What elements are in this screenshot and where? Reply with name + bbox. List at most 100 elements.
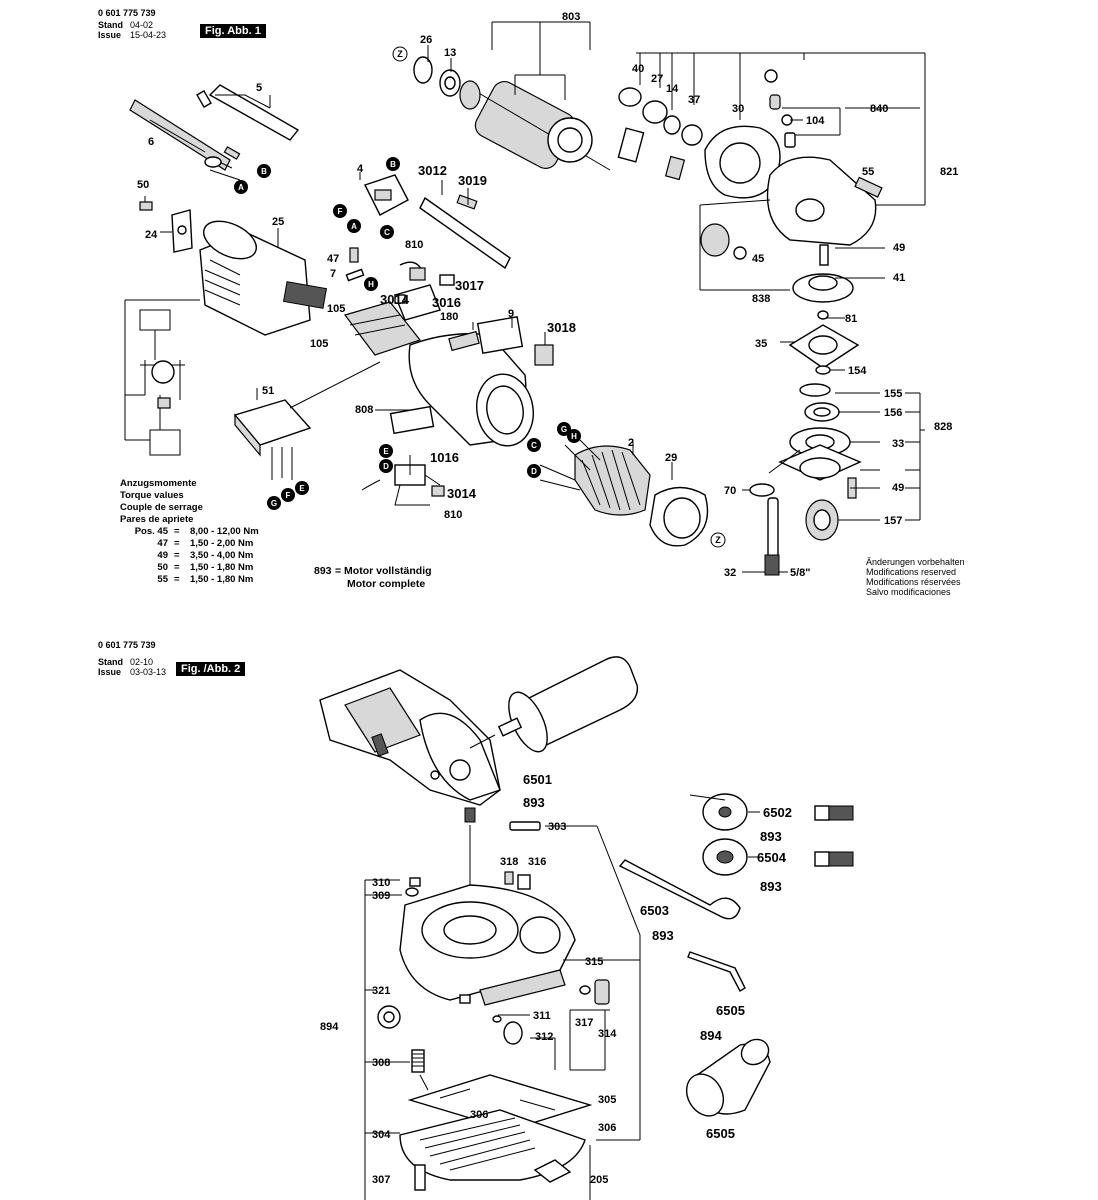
svg-text:C: C — [531, 441, 537, 450]
svg-text:3019: 3019 — [458, 173, 487, 188]
svg-text:105: 105 — [327, 303, 345, 315]
svg-text:893: 893 — [760, 829, 782, 844]
svg-text:30: 30 — [732, 103, 744, 115]
svg-text:205: 205 — [590, 1174, 608, 1186]
svg-text:1016: 1016 — [430, 450, 459, 465]
svg-text:Z: Z — [397, 49, 403, 59]
fig2-stand-value: 02-10 — [130, 657, 154, 667]
badge-d-1: D — [527, 464, 541, 478]
svg-text:314: 314 — [598, 1028, 617, 1040]
svg-text:3017: 3017 — [455, 278, 484, 293]
svg-text:26: 26 — [420, 34, 432, 46]
fig2-issue-label: Issue — [98, 667, 122, 677]
svg-text:37: 37 — [688, 94, 700, 106]
svg-text:14: 14 — [666, 83, 679, 95]
svg-text:Z: Z — [715, 535, 721, 545]
svg-text:81: 81 — [845, 313, 857, 325]
svg-text:810: 810 — [405, 239, 423, 251]
svg-text:F: F — [338, 207, 343, 216]
svg-text:50: 50 — [137, 179, 149, 191]
motor-note-line2: Motor complete — [347, 578, 426, 590]
badge-f-2: F — [281, 488, 295, 502]
svg-text:316: 316 — [528, 856, 546, 868]
torque-pos-3: 49 — [157, 550, 168, 561]
svg-text:821: 821 — [940, 166, 958, 178]
svg-text:35: 35 — [755, 338, 767, 350]
svg-text:893: 893 — [652, 928, 674, 943]
svg-text:27: 27 — [651, 73, 663, 85]
badge-b-2: B — [386, 157, 400, 171]
svg-text:6501: 6501 — [523, 772, 552, 787]
svg-text:49: 49 — [893, 242, 905, 254]
badge-e-1: E — [379, 444, 393, 458]
svg-text:3014: 3014 — [447, 486, 477, 501]
torque-heading-de: Anzugsmomente — [120, 478, 197, 489]
svg-text:D: D — [383, 462, 389, 471]
badge-b-1: B — [257, 164, 271, 178]
torque-pos-4: 50 — [157, 562, 168, 573]
svg-text:3014: 3014 — [380, 292, 410, 307]
motor-note-line1: = Motor vollständig — [335, 565, 432, 577]
svg-text:47: 47 — [327, 253, 339, 265]
svg-text:104: 104 — [806, 115, 825, 127]
svg-text:32: 32 — [724, 567, 736, 579]
badge-g-2: G — [267, 496, 281, 510]
svg-text:828: 828 — [934, 421, 952, 433]
motor-housing-part — [199, 220, 328, 336]
svg-text:304: 304 — [372, 1129, 391, 1141]
svg-text:A: A — [238, 183, 244, 192]
svg-text:155: 155 — [884, 388, 902, 400]
svg-text:5: 5 — [256, 82, 262, 94]
svg-text:B: B — [261, 167, 267, 176]
svg-text:C: C — [384, 228, 390, 237]
changes-note-de: Änderungen vorbehalten — [866, 557, 965, 567]
torque-eq-2: = — [174, 538, 180, 549]
grinder-body-part — [319, 669, 501, 900]
svg-text:3018: 3018 — [547, 320, 576, 335]
svg-text:810: 810 — [444, 509, 462, 521]
fig2-callouts: 6501 893 6502 893 6504 893 6503 893 6505… — [320, 772, 792, 1186]
badge-d-2: D — [379, 459, 393, 473]
torque-heading-es: Pares de apriete — [120, 514, 194, 525]
svg-text:70: 70 — [724, 485, 736, 497]
svg-text:307: 307 — [372, 1174, 390, 1186]
changes-note-es: Salvo modificaciones — [866, 587, 951, 597]
badge-c-1: C — [380, 225, 394, 239]
svg-text:25: 25 — [272, 216, 284, 228]
svg-text:G: G — [271, 499, 277, 508]
fig1-stand-label: Stand — [98, 20, 124, 30]
cord-part — [129, 84, 300, 181]
torque-pos-5: 55 — [157, 574, 168, 585]
fig1-issue-value: 15-04-23 — [130, 30, 167, 40]
svg-text:6504: 6504 — [757, 850, 787, 865]
svg-text:3016: 3016 — [432, 295, 461, 310]
svg-text:894: 894 — [700, 1028, 722, 1043]
badge-h-2: H — [567, 429, 581, 443]
svg-text:2: 2 — [628, 437, 634, 449]
svg-text:51: 51 — [262, 385, 274, 397]
svg-text:24: 24 — [145, 229, 158, 241]
badge-z-2: Z — [710, 532, 726, 548]
svg-text:D: D — [531, 467, 537, 476]
svg-text:803: 803 — [562, 11, 580, 23]
fig1-doc-number: 0 601 775 739 — [98, 8, 156, 18]
fig1-stand-value: 04-02 — [130, 20, 154, 30]
svg-text:306: 306 — [598, 1122, 616, 1134]
svg-text:33: 33 — [892, 438, 904, 450]
torque-eq-4: = — [174, 562, 180, 573]
torque-val-5: 1,50 - 1,80 Nm — [190, 574, 254, 585]
svg-text:B: B — [390, 160, 396, 169]
torque-val-3: 3,50 - 4,00 Nm — [190, 550, 254, 561]
badge-e-2: E — [295, 481, 309, 495]
svg-text:321: 321 — [372, 985, 390, 997]
svg-text:49: 49 — [892, 482, 904, 494]
torque-val-4: 1,50 - 1,80 Nm — [190, 562, 254, 573]
svg-text:808: 808 — [355, 404, 373, 416]
fig1-title: Fig. Abb. 1 — [200, 24, 266, 38]
svg-text:6505: 6505 — [706, 1126, 735, 1141]
svg-text:E: E — [299, 484, 305, 493]
svg-text:306: 306 — [470, 1109, 488, 1121]
cutting-guard-part — [399, 884, 576, 1006]
motor-note-number: 893 — [314, 565, 332, 577]
